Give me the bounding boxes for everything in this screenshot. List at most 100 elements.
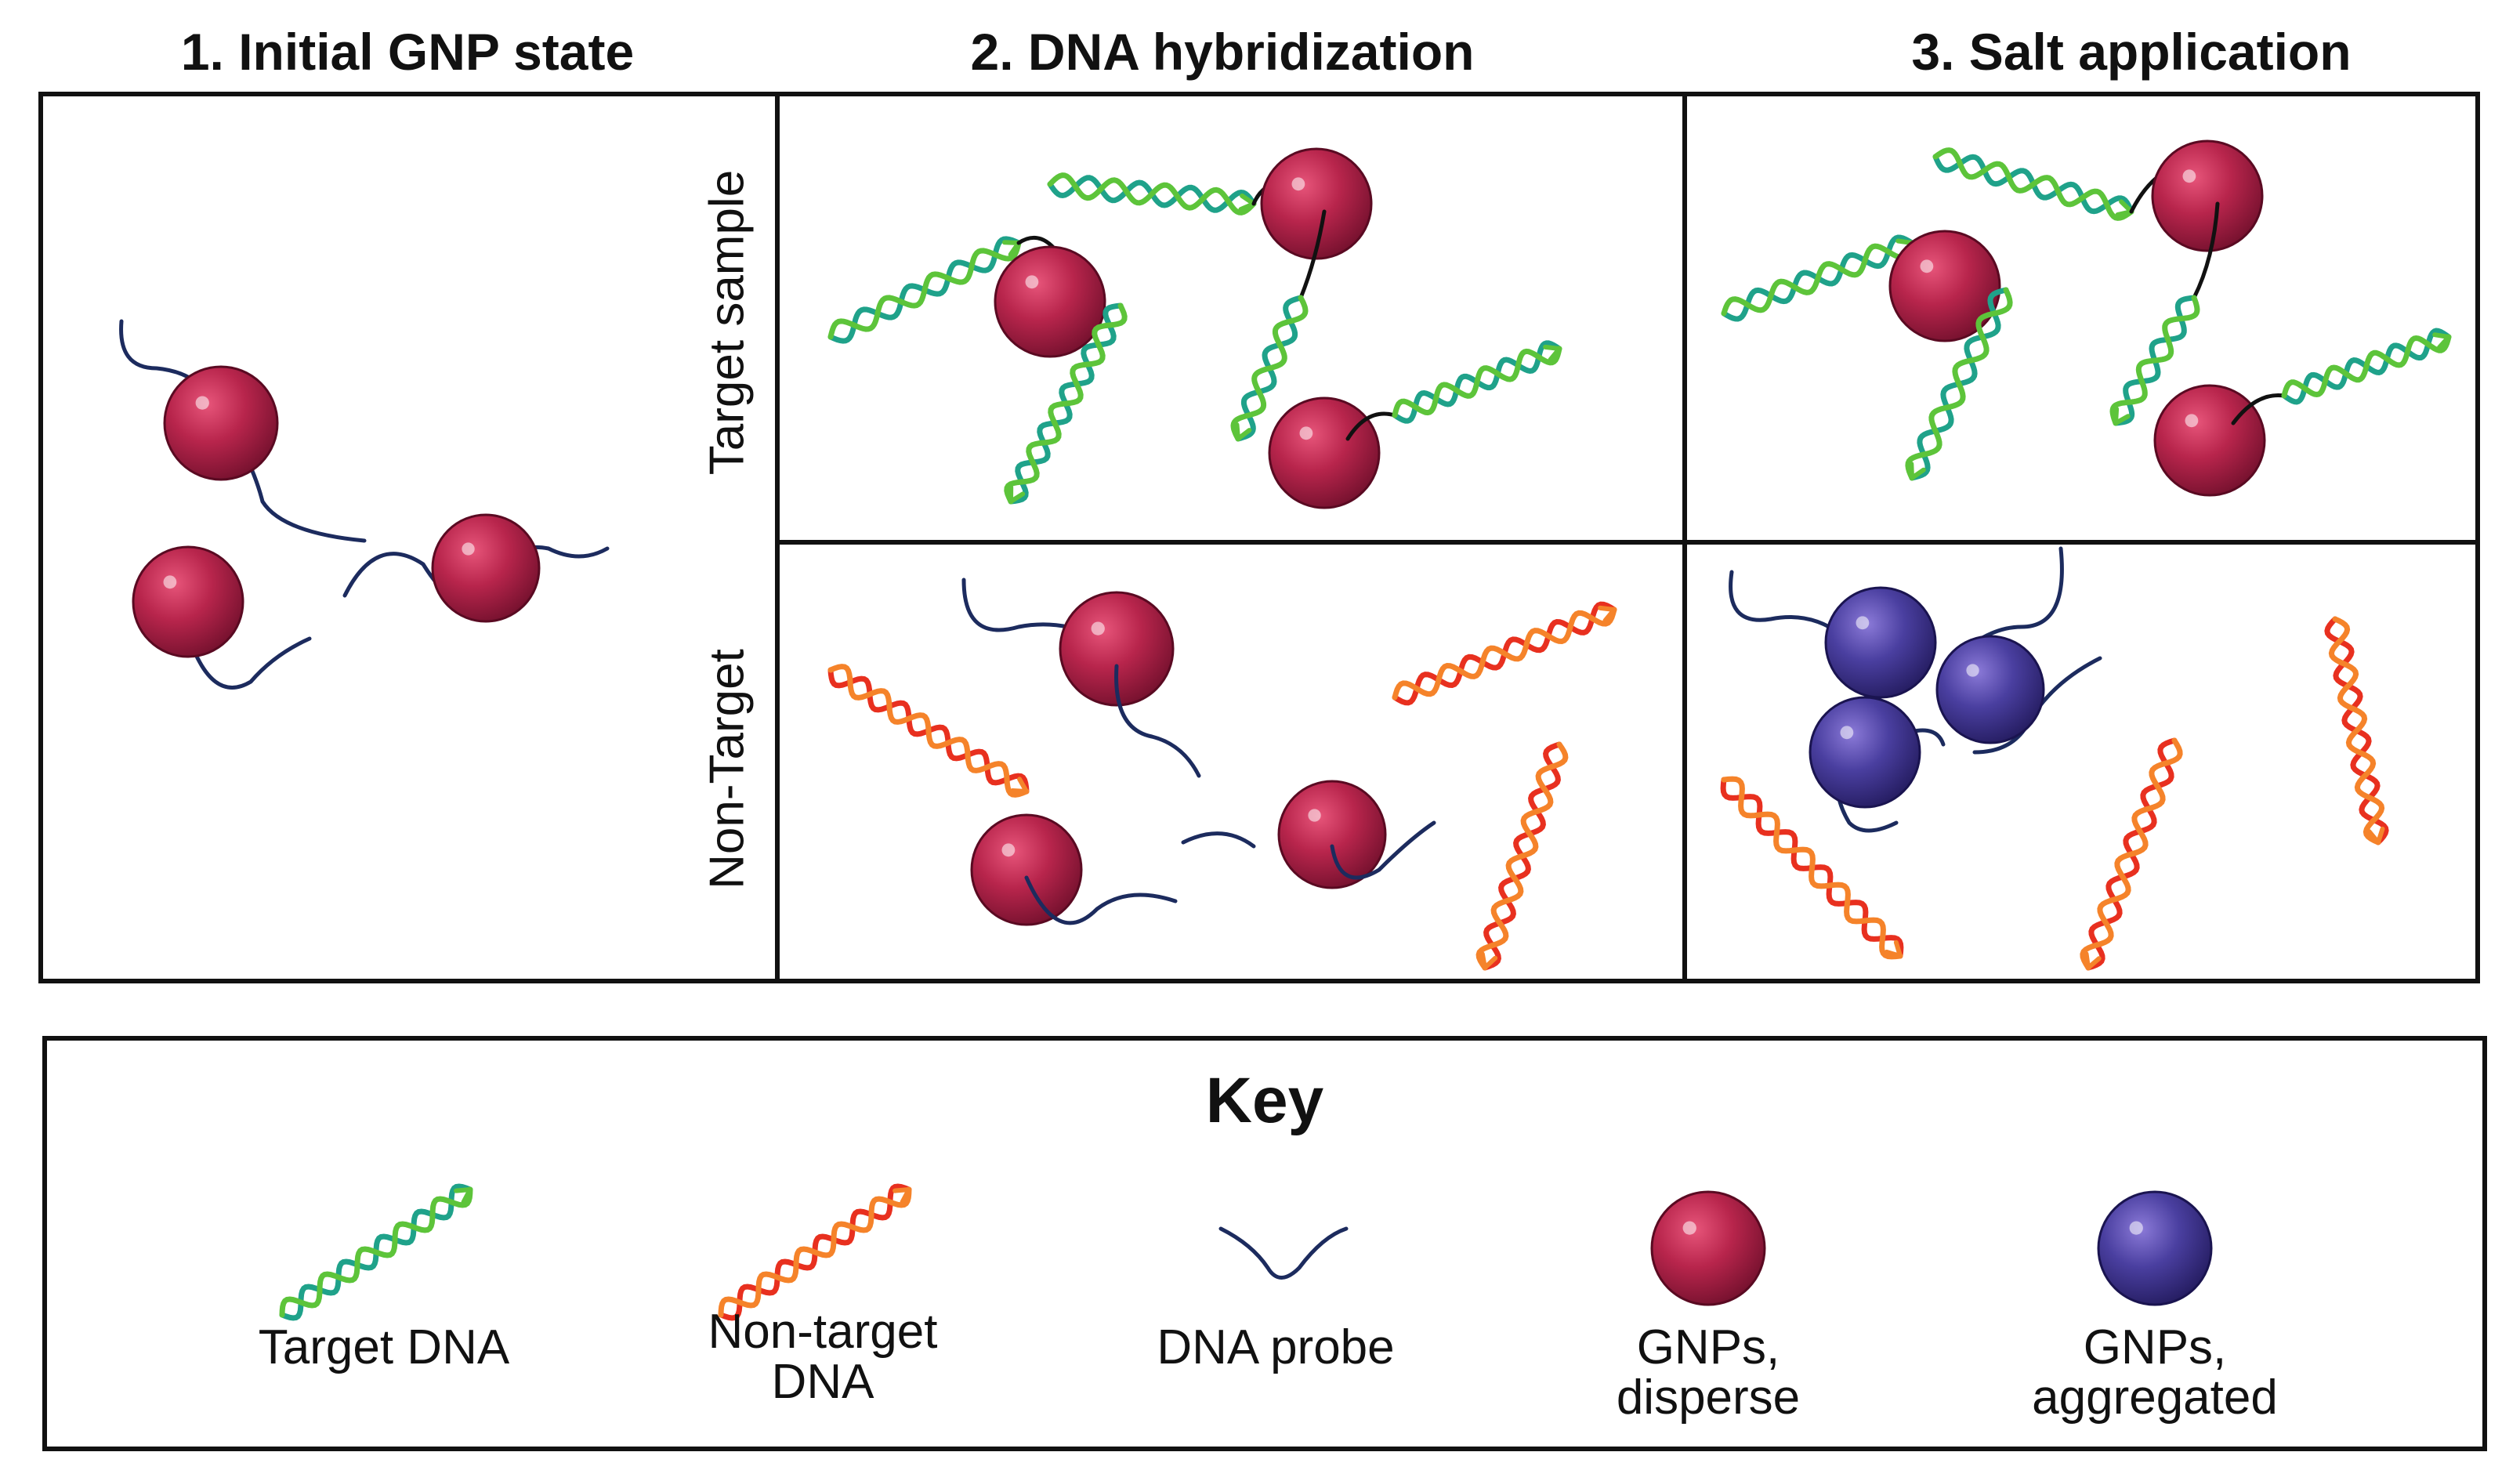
- key-label: GNPs, aggregated: [2032, 1320, 2278, 1425]
- dna-backbone: [1932, 147, 2134, 221]
- gnp-highlight: [2129, 1221, 2143, 1235]
- dna-probe-strand: [1114, 664, 1201, 778]
- row-label-target: Target sample: [700, 169, 755, 476]
- gnp-sphere: [1260, 147, 1373, 260]
- gnp-disperse: [1888, 230, 2001, 342]
- target-dna-strand: [279, 1183, 473, 1321]
- dna-backbone: [1721, 776, 1903, 960]
- gnp-highlight: [1025, 275, 1039, 289]
- dna-probe-strand: [1218, 1226, 1349, 1280]
- non-target-dna-strand: [2324, 616, 2389, 846]
- target-dna-icon: [279, 1183, 473, 1321]
- gnp-sphere: [1268, 397, 1381, 509]
- gnp-sphere: [1935, 635, 2045, 744]
- row-label-non-target: Non-Target: [700, 649, 755, 889]
- dna-arrowhead: [1479, 951, 1498, 970]
- non-target-dna-strand: [2080, 737, 2183, 971]
- non-target-dna-strand: [1475, 741, 1569, 971]
- gnp-disperse: [994, 245, 1106, 358]
- gnp-sphere: [1824, 586, 1937, 699]
- dna-arrowhead: [2084, 951, 2102, 970]
- key-item-non-target-dna: Non-target DNA: [658, 1041, 987, 1447]
- gnp-highlight: [1091, 621, 1105, 635]
- dna-arrowhead: [2113, 407, 2131, 425]
- gnp-highlight: [1001, 843, 1016, 857]
- dna-arrowhead: [454, 1187, 472, 1204]
- gnp-highlight: [1291, 177, 1305, 191]
- dna-backbone: [827, 664, 1030, 798]
- dna-backbone: [2328, 616, 2385, 846]
- target-dna-strand: [1230, 295, 1309, 442]
- gnp-disperse: [1260, 147, 1373, 260]
- dna-arrowhead: [1010, 777, 1029, 794]
- gnp-sphere: [132, 545, 244, 658]
- gnp-aggregated: [1809, 696, 1921, 809]
- gnp-disperse: [1277, 780, 1387, 889]
- gnp-aggregated: [1935, 635, 2045, 744]
- gnp-sphere: [2097, 1190, 2213, 1306]
- dna-probe-strand: [186, 632, 312, 690]
- gnp-highlight: [1308, 809, 1321, 822]
- dna-backbone: [1004, 302, 1128, 505]
- dna-backbone: [1047, 172, 1257, 215]
- dna-backbone: [2109, 295, 2200, 426]
- gnp-highlight: [163, 575, 177, 589]
- gnp-sphere: [1809, 696, 1921, 809]
- gnp-highlight: [1682, 1221, 1696, 1235]
- gnp-disperse: [132, 545, 244, 658]
- dna-backbone: [1721, 240, 1915, 317]
- target-dna-strand: [1905, 287, 2013, 481]
- non-target-dna-strand: [1392, 601, 1617, 706]
- gnp-disperse: [1059, 591, 1175, 707]
- gnp-disperse-icon: [1650, 1190, 1766, 1306]
- gnp-highlight: [1299, 426, 1313, 440]
- dna-arrowhead: [1002, 240, 1021, 257]
- dna-probe-strand: [1024, 875, 1178, 925]
- dna-probe-strand: [1330, 820, 1436, 880]
- key-title: Key: [1205, 1065, 1324, 1136]
- key-item-gnp-disperse: GNPs, disperse: [1544, 1041, 1873, 1447]
- gnp-highlight: [462, 542, 475, 556]
- key-item-dna-probe: DNA probe: [1111, 1041, 1440, 1447]
- key-item-gnp-aggregated: GNPs, aggregated: [1990, 1041, 2319, 1447]
- dna-backbone: [718, 1186, 912, 1318]
- gnp-highlight: [1856, 616, 1870, 630]
- key-label: GNPs, disperse: [1616, 1320, 1801, 1425]
- dna-arrowhead: [2366, 826, 2385, 845]
- dna-backbone: [2080, 737, 2183, 971]
- dna-backbone: [279, 1186, 473, 1318]
- hybrid-strand: [2192, 201, 2220, 300]
- gnp-sphere: [1277, 780, 1387, 889]
- non-target-dna-strand: [827, 664, 1030, 798]
- key-label: Target DNA: [258, 1320, 510, 1374]
- dna-arrowhead: [1543, 344, 1562, 362]
- target-dna-strand: [827, 236, 1022, 344]
- gnp-sphere: [970, 813, 1083, 926]
- gnp-disperse: [1268, 397, 1381, 509]
- dna-backbone: [1905, 287, 2013, 481]
- dna-arrowhead: [1238, 193, 1256, 212]
- gnp-disperse: [2151, 139, 2264, 252]
- target-dna-strand: [2281, 328, 2452, 405]
- dna-probe-strand: [1972, 546, 2064, 645]
- gnp-disperse: [1650, 1190, 1766, 1306]
- column-title-hybridization: 2. DNA hybridization: [970, 23, 1475, 81]
- column-title-salt: 3. Salt application: [1911, 23, 2352, 81]
- gnp-sphere: [2151, 139, 2264, 252]
- dna-probe-strand: [1729, 570, 1844, 637]
- target-dna-strand: [1721, 234, 1915, 322]
- target-dna-strand: [1392, 340, 1562, 424]
- dna-backbone: [827, 240, 1022, 340]
- target-dna-strand: [2109, 295, 2200, 426]
- gnp-disperse: [970, 813, 1083, 926]
- dna-arrowhead: [1884, 940, 1903, 958]
- dna-arrowhead: [2115, 199, 2134, 218]
- target-dna-strand: [1004, 302, 1128, 505]
- gnp-highlight: [2182, 169, 2196, 183]
- gnp-highlight: [195, 396, 209, 410]
- target-dna-strand: [1932, 147, 2134, 221]
- gnp-disperse: [2153, 384, 2266, 497]
- gnp-sphere: [431, 513, 541, 623]
- key-label: Non-target DNA: [708, 1305, 938, 1409]
- gnp-disperse: [431, 513, 541, 623]
